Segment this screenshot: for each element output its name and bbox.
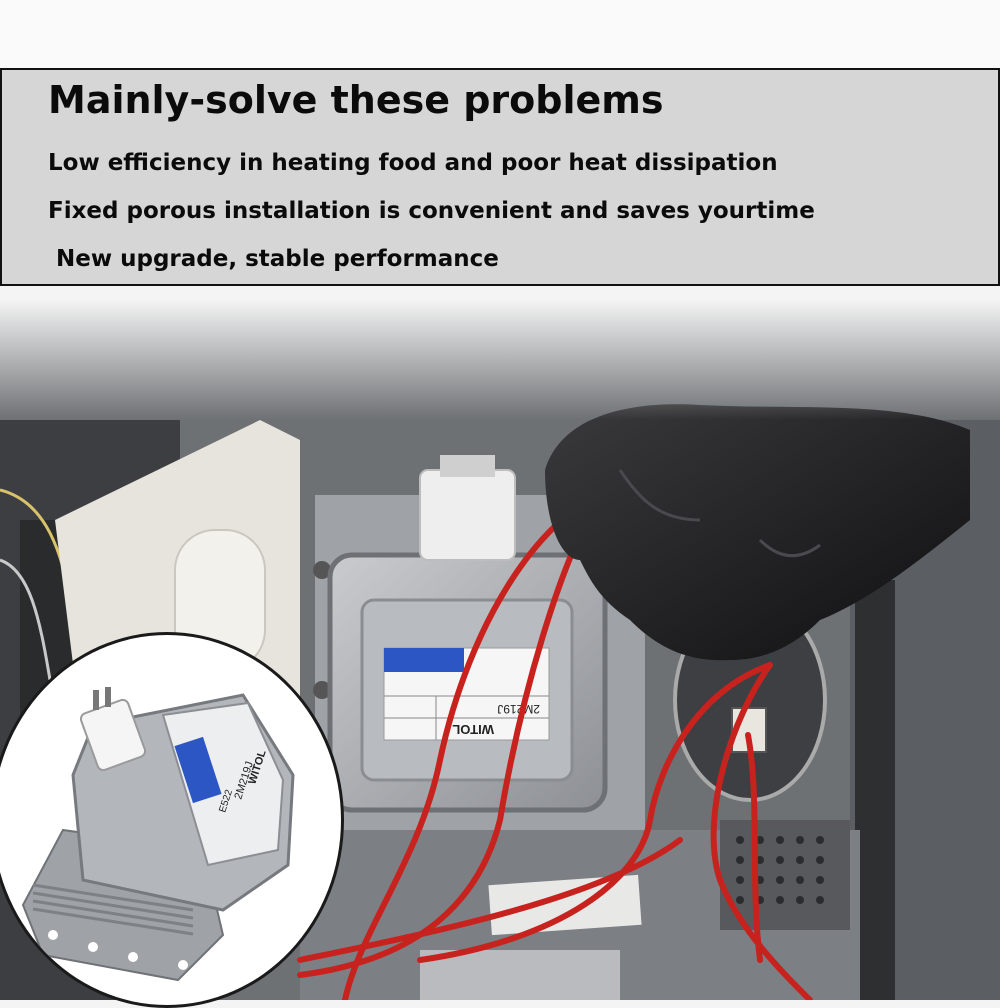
foam-strip-right	[855, 580, 895, 1000]
banner-title: Mainly-solve these problems	[48, 78, 664, 122]
black-glove	[545, 404, 970, 661]
problem-item-3: New upgrade, stable performance	[56, 246, 499, 272]
red-wires	[297, 492, 813, 1000]
problem-item-2: Fixed porous installation is convenient …	[48, 198, 815, 224]
problems-banner: Mainly-solve these problems Low efficien…	[0, 68, 1000, 286]
magnetron-product-inset: WITOL 2M219J E522	[0, 632, 344, 1008]
label-model: 2M219J	[497, 702, 540, 716]
antenna-cap	[419, 469, 516, 561]
inset-antenna	[79, 698, 147, 772]
top-margin	[0, 0, 1000, 68]
label-brand: WITOL	[452, 722, 494, 737]
problem-item-1: Low efficiency in heating food and poor …	[48, 150, 778, 176]
